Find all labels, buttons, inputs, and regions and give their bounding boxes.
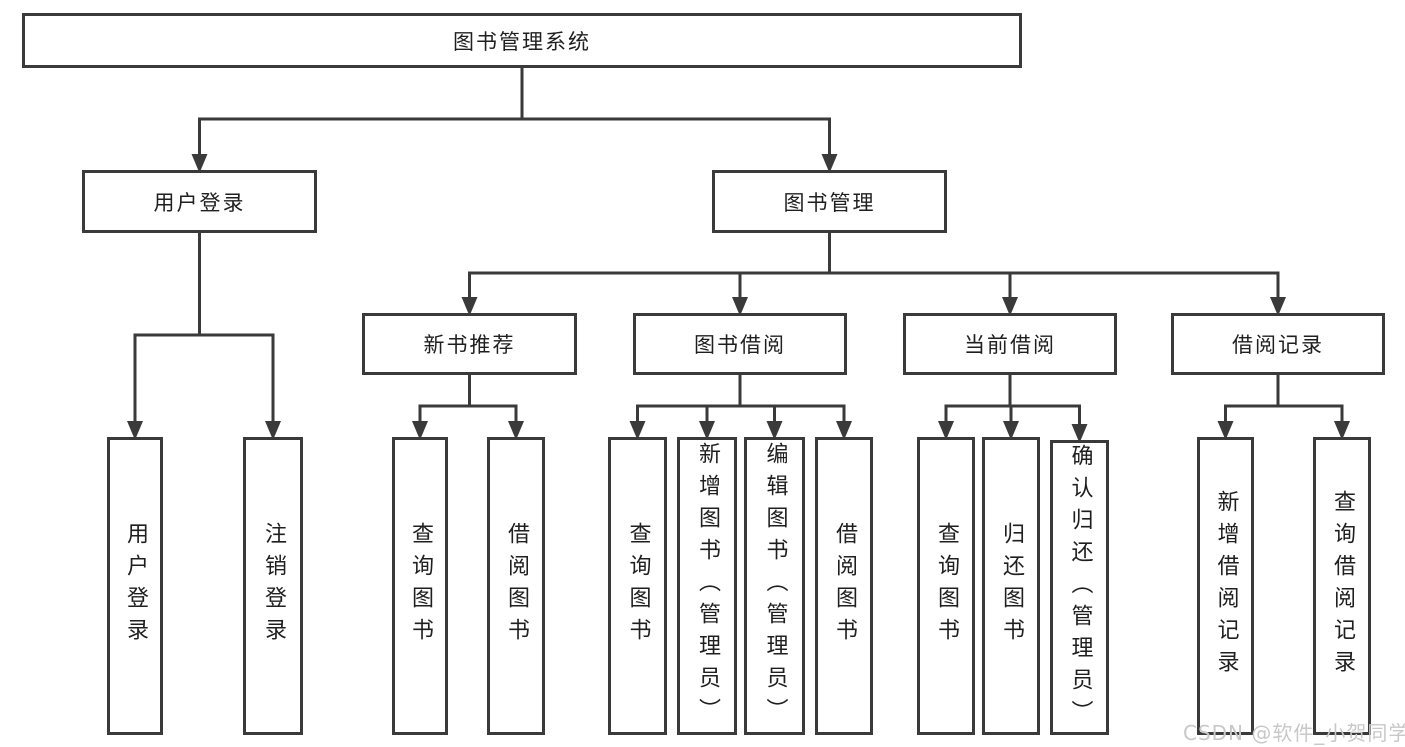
node-label-book-borrow: 图书借阅 xyxy=(694,333,786,357)
node-ul-login: 用户登录 xyxy=(107,437,163,735)
node-user-login: 用户登录 xyxy=(82,170,317,233)
node-label-br-query-record: 查询借阅记录 xyxy=(1330,490,1355,682)
node-label-bb-borrow-book: 借阅图书 xyxy=(832,522,857,650)
node-borrow-records: 借阅记录 xyxy=(1171,313,1385,375)
node-label-cb-return-book: 归还图书 xyxy=(999,522,1024,650)
node-br-query-record: 查询借阅记录 xyxy=(1313,437,1371,735)
node-nbr-borrow-book: 借阅图书 xyxy=(487,437,545,735)
node-label-nbr-query-book: 查询图书 xyxy=(408,522,433,650)
node-label-borrow-records: 借阅记录 xyxy=(1232,333,1324,357)
node-label-ul-logout: 注销登录 xyxy=(261,522,286,650)
node-label-cb-query-book: 查询图书 xyxy=(934,522,959,650)
node-label-br-add-record: 新增借阅记录 xyxy=(1213,490,1239,682)
node-bb-add-book: 新增图书（管理员） xyxy=(677,437,737,735)
node-root: 图书管理系统 xyxy=(22,13,1022,68)
node-label-cb-confirm-return: 确认归还（管理员） xyxy=(1067,443,1093,732)
node-cb-query-book: 查询图书 xyxy=(917,437,975,735)
node-cb-return-book: 归还图书 xyxy=(982,437,1040,735)
node-label-nbr-borrow-book: 借阅图书 xyxy=(504,522,529,650)
node-bb-borrow-book: 借阅图书 xyxy=(815,437,873,735)
node-cb-confirm-return: 确认归还（管理员） xyxy=(1050,440,1109,735)
node-nbr-query-book: 查询图书 xyxy=(392,437,448,735)
node-ul-logout: 注销登录 xyxy=(243,437,303,735)
node-label-root: 图书管理系统 xyxy=(453,29,591,54)
watermark-text: CSDN @软件_小贺同学 xyxy=(1183,721,1405,745)
node-label-bb-query-book: 查询图书 xyxy=(625,522,651,650)
node-bb-edit-book: 编辑图书（管理员） xyxy=(744,437,805,735)
node-label-current-borrow: 当前借阅 xyxy=(964,333,1056,357)
node-new-book-rec: 新书推荐 xyxy=(362,313,577,375)
node-label-bb-edit-book: 编辑图书（管理员） xyxy=(762,442,788,730)
node-book-mgmt: 图书管理 xyxy=(712,170,947,233)
node-br-add-record: 新增借阅记录 xyxy=(1197,437,1254,735)
node-label-ul-login: 用户登录 xyxy=(123,522,148,650)
node-label-user-login: 用户登录 xyxy=(153,190,246,215)
node-bb-query-book: 查询图书 xyxy=(608,437,667,735)
node-label-bb-add-book: 新增图书（管理员） xyxy=(695,442,720,730)
node-book-borrow: 图书借阅 xyxy=(633,313,847,375)
node-current-borrow: 当前借阅 xyxy=(903,313,1117,375)
node-label-new-book-rec: 新书推荐 xyxy=(423,333,516,357)
node-label-book-mgmt: 图书管理 xyxy=(783,190,876,215)
